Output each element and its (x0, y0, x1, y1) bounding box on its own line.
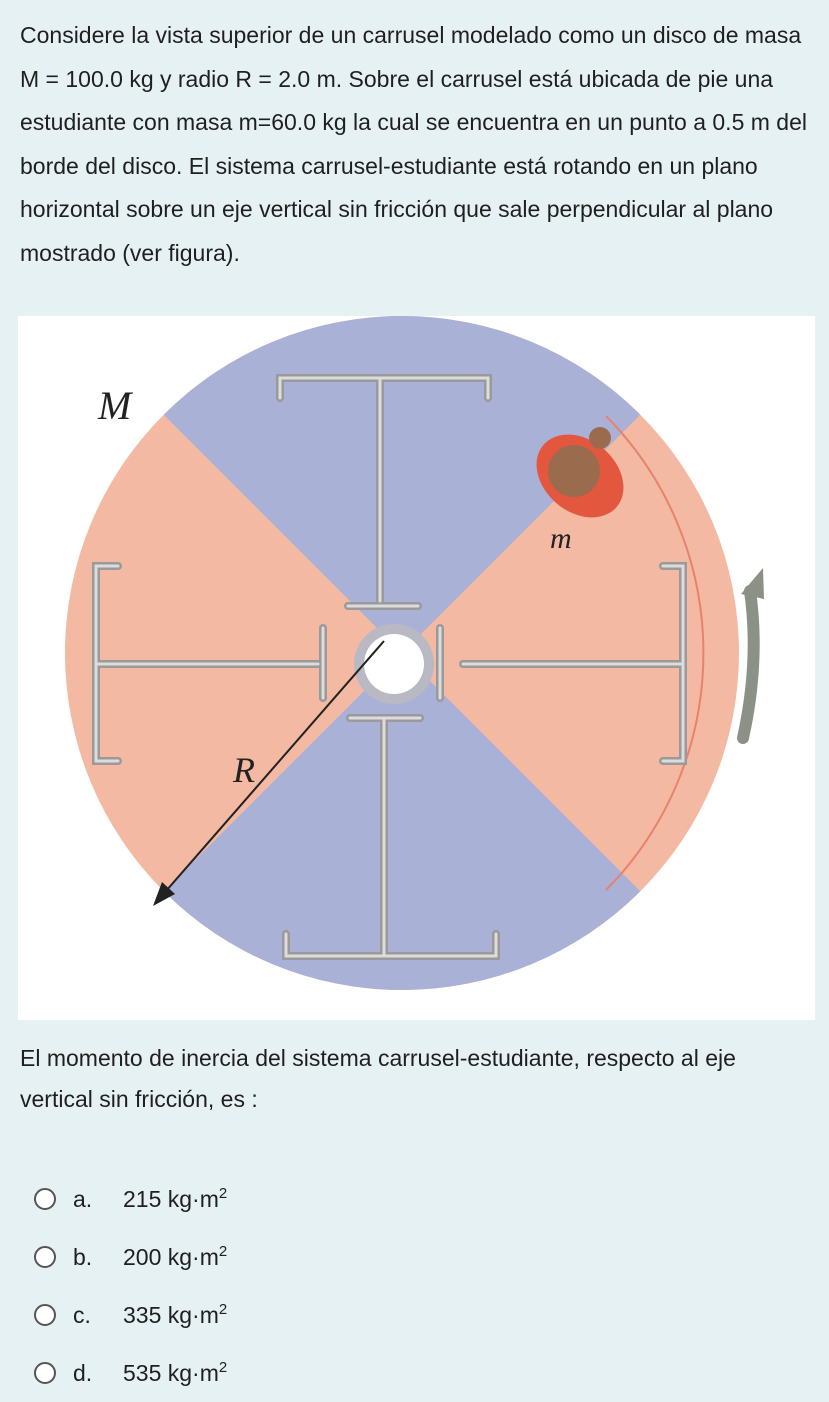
option-letter: d. (73, 1359, 93, 1386)
radio-c[interactable] (34, 1304, 56, 1326)
hub-center (364, 634, 424, 694)
radius-arrowhead (153, 882, 175, 906)
option-letter: a. (73, 1185, 93, 1212)
option-letter: c. (73, 1301, 91, 1328)
radius-label: R (232, 750, 255, 790)
question-text: Considere la vista superior de un carrus… (20, 22, 807, 266)
answer-options: a. 215 kg·m2 b. 200 kg·m2 c. 335 kg·m2 d… (34, 1170, 634, 1402)
radio-a[interactable] (34, 1188, 56, 1210)
student-head (548, 445, 600, 497)
rotation-arrowhead (741, 568, 764, 599)
option-value: 215 kg·m2 (123, 1184, 228, 1212)
option-c[interactable]: c. 335 kg·m2 (34, 1286, 634, 1344)
option-d[interactable]: d. 535 kg·m2 (34, 1344, 634, 1402)
carousel-diagram: M m R (65, 316, 764, 990)
student-mass-label: m (550, 522, 572, 555)
option-a[interactable]: a. 215 kg·m2 (34, 1170, 634, 1228)
option-value: 200 kg·m2 (123, 1242, 228, 1270)
disk-mass-label: M (97, 383, 134, 428)
option-value: 335 kg·m2 (123, 1300, 228, 1328)
rotation-arrow (737, 585, 760, 744)
prompt-text: El momento de inercia del sistema carrus… (20, 1045, 736, 1112)
carousel-figure: M m R (18, 316, 815, 1020)
radio-b[interactable] (34, 1246, 56, 1268)
radius-line (165, 640, 385, 892)
radio-d[interactable] (34, 1362, 56, 1384)
student-hair-bun (589, 427, 611, 449)
student (536, 427, 624, 518)
option-letter: b. (73, 1243, 93, 1270)
option-value: 535 kg·m2 (123, 1358, 228, 1386)
option-b[interactable]: b. 200 kg·m2 (34, 1228, 634, 1286)
handrail-highlights (94, 376, 685, 958)
disk-rim-right (605, 415, 705, 891)
